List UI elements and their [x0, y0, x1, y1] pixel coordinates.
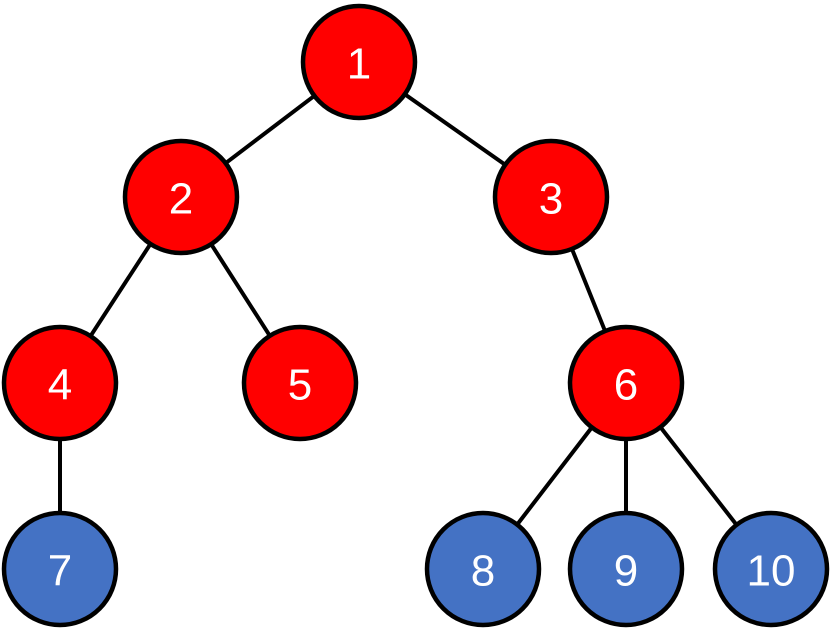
node-label-6: 6 [614, 361, 638, 410]
edge-1-2 [223, 93, 317, 166]
edge-1-3 [402, 92, 508, 167]
node-2: 2 [122, 138, 240, 256]
node-9: 9 [567, 510, 685, 628]
node-3: 3 [492, 138, 610, 256]
edges-layer [58, 92, 739, 527]
edge-3-6 [569, 246, 608, 334]
node-circle-4 [1, 324, 119, 442]
node-label-8: 8 [471, 547, 495, 596]
node-label-10: 10 [747, 547, 796, 596]
edge-6-8 [515, 425, 594, 527]
node-label-4: 4 [48, 361, 72, 410]
node-circle-1 [300, 3, 418, 121]
node-circle-7 [1, 510, 119, 628]
node-4: 4 [1, 324, 119, 442]
edge-2-5 [209, 242, 272, 338]
nodes-layer: 1 2 3 4 5 6 7 8 9 10 [1, 3, 830, 628]
edge-2-4 [88, 241, 153, 339]
node-circle-6 [567, 324, 685, 442]
node-1: 1 [300, 3, 418, 121]
node-label-2: 2 [169, 175, 193, 224]
node-6: 6 [567, 324, 685, 442]
node-8: 8 [424, 510, 542, 628]
node-label-5: 5 [288, 361, 312, 410]
node-circle-3 [492, 138, 610, 256]
node-label-7: 7 [48, 547, 72, 596]
node-10: 10 [712, 510, 830, 628]
node-label-3: 3 [539, 175, 563, 224]
node-circle-2 [122, 138, 240, 256]
node-circle-9 [567, 510, 685, 628]
node-label-1: 1 [347, 40, 371, 89]
node-label-9: 9 [614, 547, 638, 596]
edge-6-10 [658, 425, 739, 527]
node-5: 5 [241, 324, 359, 442]
node-circle-8 [424, 510, 542, 628]
node-7: 7 [1, 510, 119, 628]
node-circle-5 [241, 324, 359, 442]
node-circle-10 [712, 510, 830, 628]
